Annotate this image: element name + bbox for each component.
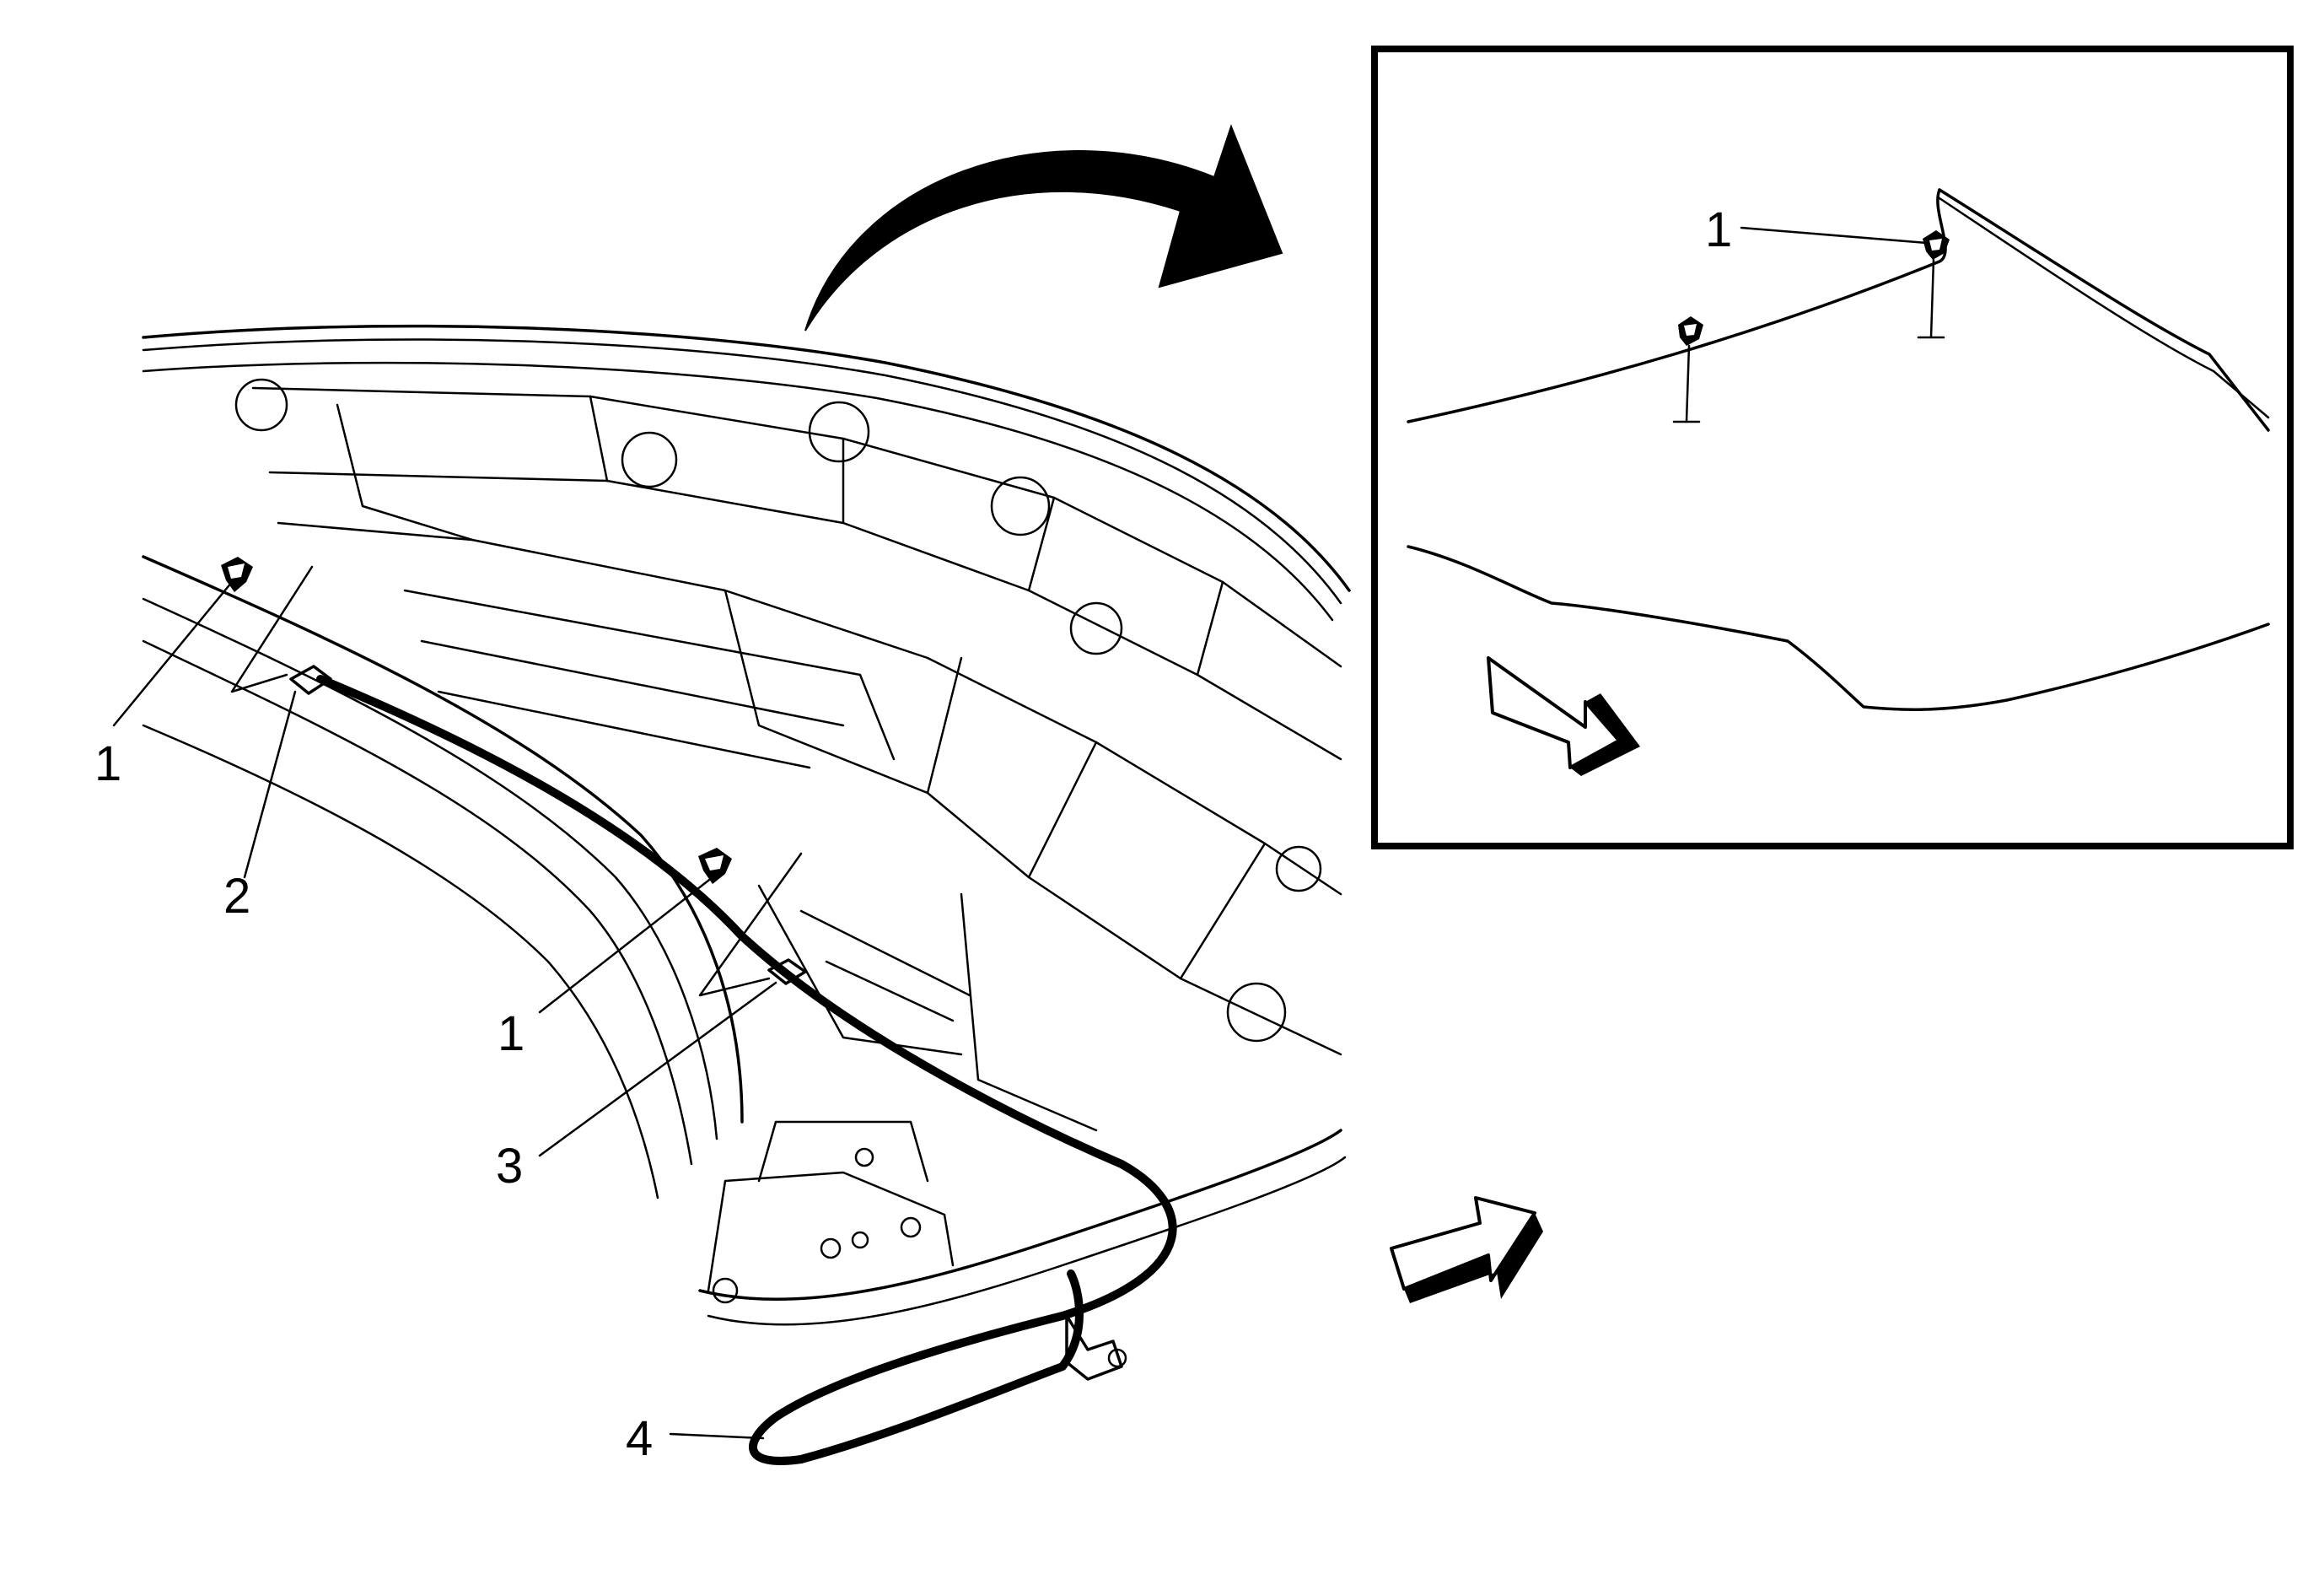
- hose-retainer-icon: [1672, 316, 1703, 423]
- hose-retainer-icon: [221, 557, 253, 592]
- direction-arrow-icon: [1390, 1196, 1543, 1303]
- hose-retainer-icon: [1917, 230, 1950, 339]
- inset-detail-box: 1: [1371, 46, 2294, 849]
- hose-nozzle-icon: [289, 665, 332, 695]
- callout-3: 3: [496, 1139, 523, 1194]
- callout-1-lower: 1: [498, 1006, 525, 1061]
- hood-underside-illustration: [142, 324, 1351, 1326]
- washer-hose: [316, 675, 1177, 1465]
- main-callouts: 1 2 1 3 4: [94, 736, 653, 1466]
- hose-connector-icon: [767, 958, 807, 985]
- direction-arrow-icon: [1487, 656, 1640, 776]
- callout-leaders: [112, 565, 803, 1440]
- callout-1-upper: 1: [94, 736, 121, 791]
- inset-callout-1: 1: [1705, 202, 1732, 257]
- callout-4: 4: [626, 1411, 653, 1466]
- hose-retainer-icon: [698, 848, 732, 884]
- callout-2: 2: [223, 869, 250, 924]
- curved-arrow-icon: [804, 124, 1283, 332]
